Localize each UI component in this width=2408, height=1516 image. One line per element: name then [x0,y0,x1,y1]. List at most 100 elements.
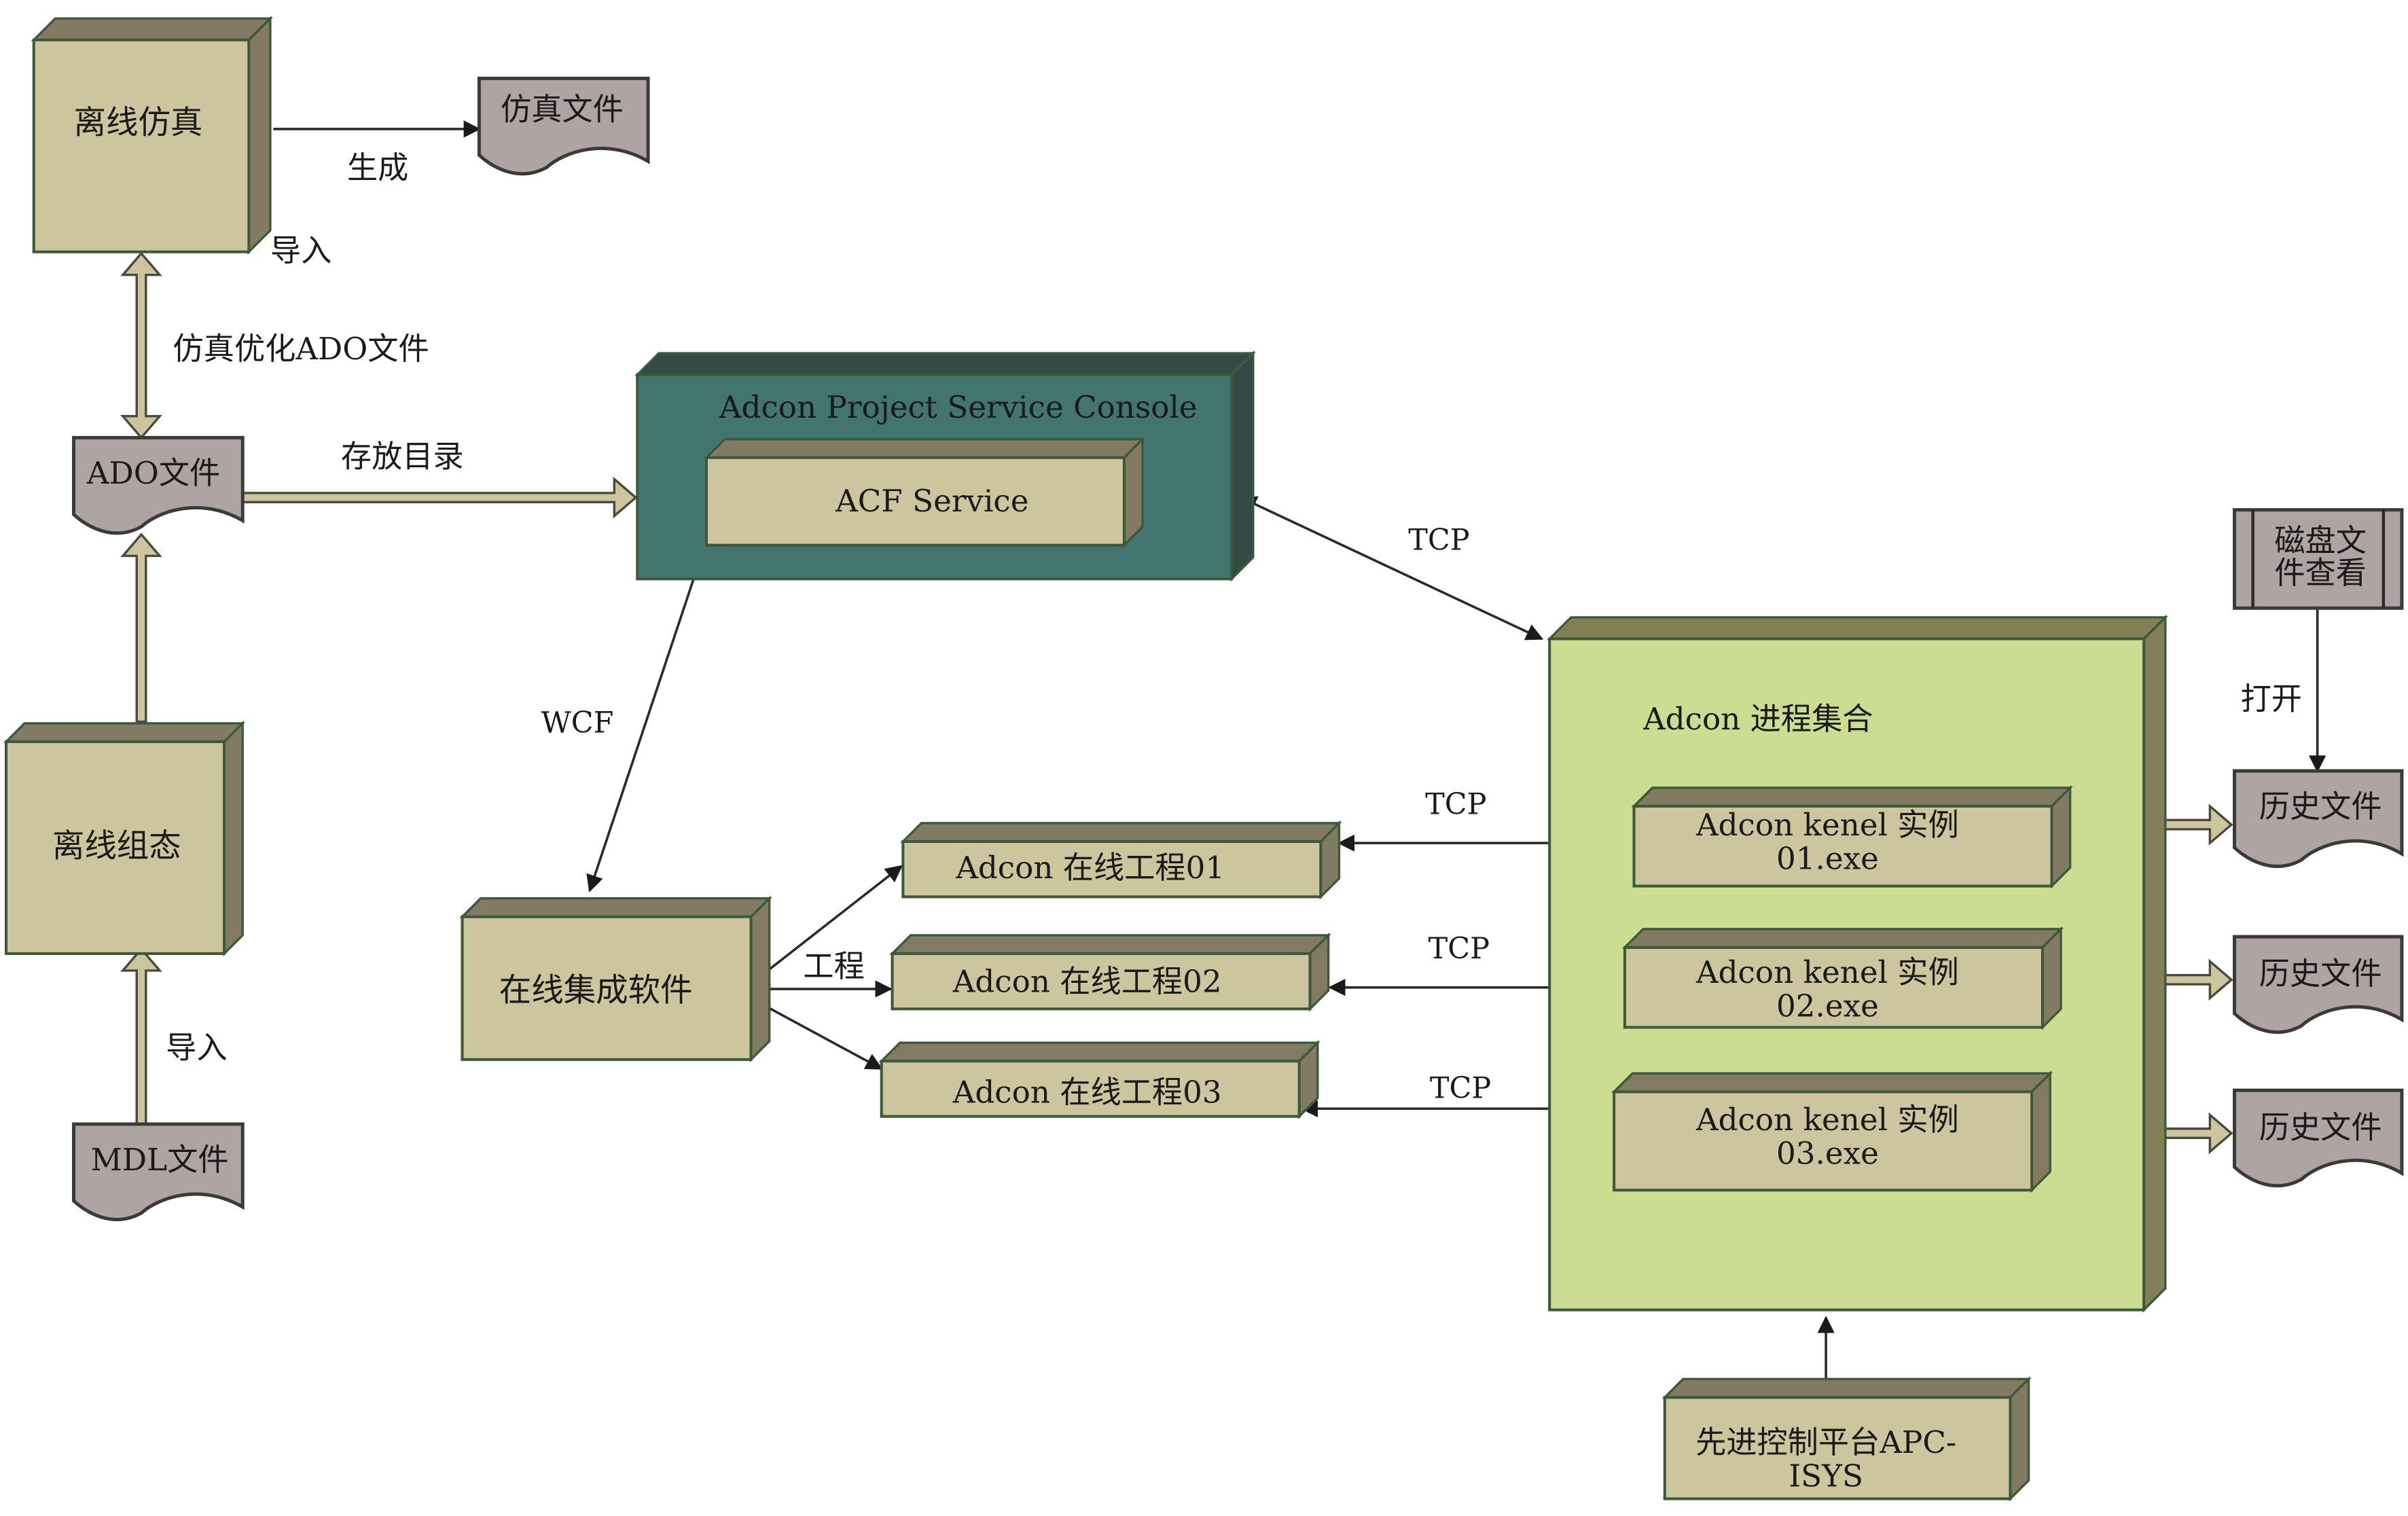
node-apc-isys-side [2009,1376,2030,1502]
node-kernel-03-side [2030,1070,2051,1193]
edge-label-project: 工程 [803,948,864,984]
node-offline-sim-side [247,16,272,255]
node-offline-config-label: 离线组态 [52,828,181,865]
node-online-software-label: 在线集成软件 [499,972,693,1009]
edge-offline-config-to-ado [120,533,162,723]
node-online-project-02-label: Adcon 在线工程02 [952,964,1222,1000]
node-mdl-file-shape [72,1122,245,1221]
edge-label-open: 打开 [2241,681,2302,717]
node-disk-viewer-shape [2233,508,2404,610]
node-kernel-03-label-line2: 03.exe [1776,1136,1879,1172]
edge-ado-to-console [241,476,638,519]
node-online-software-side [749,895,771,1063]
node-online-project-01-face [901,840,1323,899]
node-offline-sim[interactable] [31,16,274,255]
edge-mdl-to-offline-config-shape [120,947,162,1125]
edge-ado-to-console-shape [241,476,638,519]
node-process-set-title: Adcon 进程集合 [1642,701,1873,737]
node-kernel-02-label-line1: Adcon kenel 实例 [1695,954,1959,990]
edge-label-tcp-2: TCP [1428,932,1490,966]
edge-software-to-project-03 [767,1006,883,1070]
node-mdl-file[interactable] [72,1122,245,1221]
node-apc-isys[interactable] [1661,1376,2032,1502]
node-kernel-01-label-line2: 01.exe [1776,841,1879,877]
node-console-side [1230,350,1255,582]
node-online-project-02-top [889,934,1331,955]
edge-label-import-bottom: 导入 [166,1030,227,1066]
node-kernel-01-side [2050,784,2072,889]
node-apc-isys-face [1663,1396,2012,1500]
node-apc-isys-label-line2: ISYS [1789,1458,1863,1494]
node-disk-viewer-label-line2: 件查看 [2274,555,2367,591]
node-kernel-01[interactable] [1631,784,2073,889]
node-kernel-02-side [2041,926,2062,1030]
node-online-software[interactable] [459,895,772,1063]
node-acf-service[interactable] [703,436,1146,548]
node-ado-file-shape [72,435,245,535]
edge-offline-sim-ado-file [120,251,162,439]
node-kernel-01-face [1632,804,2053,888]
node-kernel-02-label-line2: 02.exe [1776,988,1879,1024]
node-history-file-3-shape [2233,1088,2404,1188]
node-offline-sim-top [31,17,274,41]
node-ado-file[interactable] [72,435,245,535]
node-kernel-02-face [1623,945,2044,1029]
node-online-project-03-label: Adcon 在线工程03 [952,1074,1222,1110]
node-acf-service-top [703,437,1146,459]
edge-label-generate: 生成 [347,149,408,185]
node-history-file-2-shape [2233,935,2404,1034]
node-kernel-02-top [1621,928,2064,949]
edge-offline-config-to-ado-shape [120,533,162,723]
node-kernel-03[interactable] [1611,1070,2053,1193]
node-console-top [634,352,1256,376]
edge-label-tcp-3: TCP [1430,1072,1491,1106]
node-offline-config-top [3,722,246,743]
node-process-set-top [1547,616,2168,640]
edge-mdl-to-offline-config [120,947,162,1125]
node-history-file-3-label: 历史文件 [2259,1109,2382,1145]
node-history-file-1-label: 历史文件 [2259,789,2382,825]
node-kernel-01-label-line1: Adcon kenel 实例 [1695,807,1959,843]
node-kernel-03-top [1611,1072,2053,1094]
node-history-file-1-shape [2233,769,2404,868]
node-kernel-03-label-line1: Adcon kenel 实例 [1695,1102,1959,1138]
node-online-project-01[interactable] [900,820,1342,900]
node-kernel-01-top [1631,787,2073,808]
node-acf-service-face [704,456,1126,547]
node-console-title: Adcon Project Service Console [719,389,1198,425]
edge-label-sim-optimize-ado: 仿真优化ADO文件 [173,331,429,367]
edge-label-store-dir: 存放目录 [341,438,464,474]
node-history-file-2[interactable] [2233,935,2404,1034]
node-online-project-02[interactable] [889,932,1331,1012]
node-sim-file-shape [477,76,650,176]
node-offline-sim-face [32,38,251,253]
node-acf-service-label: ACF Service [835,483,1028,519]
node-online-project-01-top [900,822,1342,843]
node-online-project-03[interactable] [878,1040,1320,1119]
node-offline-config[interactable] [3,720,246,957]
node-process-set-side [2142,614,2167,1313]
node-offline-config-side [223,720,244,957]
node-online-software-top [459,897,772,918]
node-disk-viewer-label-line1: 磁盘文 [2274,523,2367,559]
node-online-project-02-face [891,952,1312,1011]
edge-label-tcp-1: TCP [1425,787,1486,821]
node-history-file-1[interactable] [2233,769,2404,868]
node-apc-isys-label-line1: 先进控制平台APC- [1695,1424,1956,1460]
edge-tcp-console [1239,496,1544,640]
node-online-project-03-top [878,1041,1320,1062]
node-kernel-02[interactable] [1621,926,2064,1030]
node-mdl-file-label: MDL文件 [91,1142,229,1178]
node-apc-isys-top [1661,1377,2032,1399]
node-online-project-03-face [880,1060,1301,1118]
node-ado-file-label: ADO文件 [86,455,220,491]
node-online-software-face [461,915,753,1062]
node-sim-file[interactable] [477,76,650,176]
edge-wcf [586,539,710,892]
node-acf-service-side [1123,436,1144,548]
edge-label-tcp-console: TCP [1408,523,1469,557]
node-history-file-3[interactable] [2233,1088,2404,1188]
